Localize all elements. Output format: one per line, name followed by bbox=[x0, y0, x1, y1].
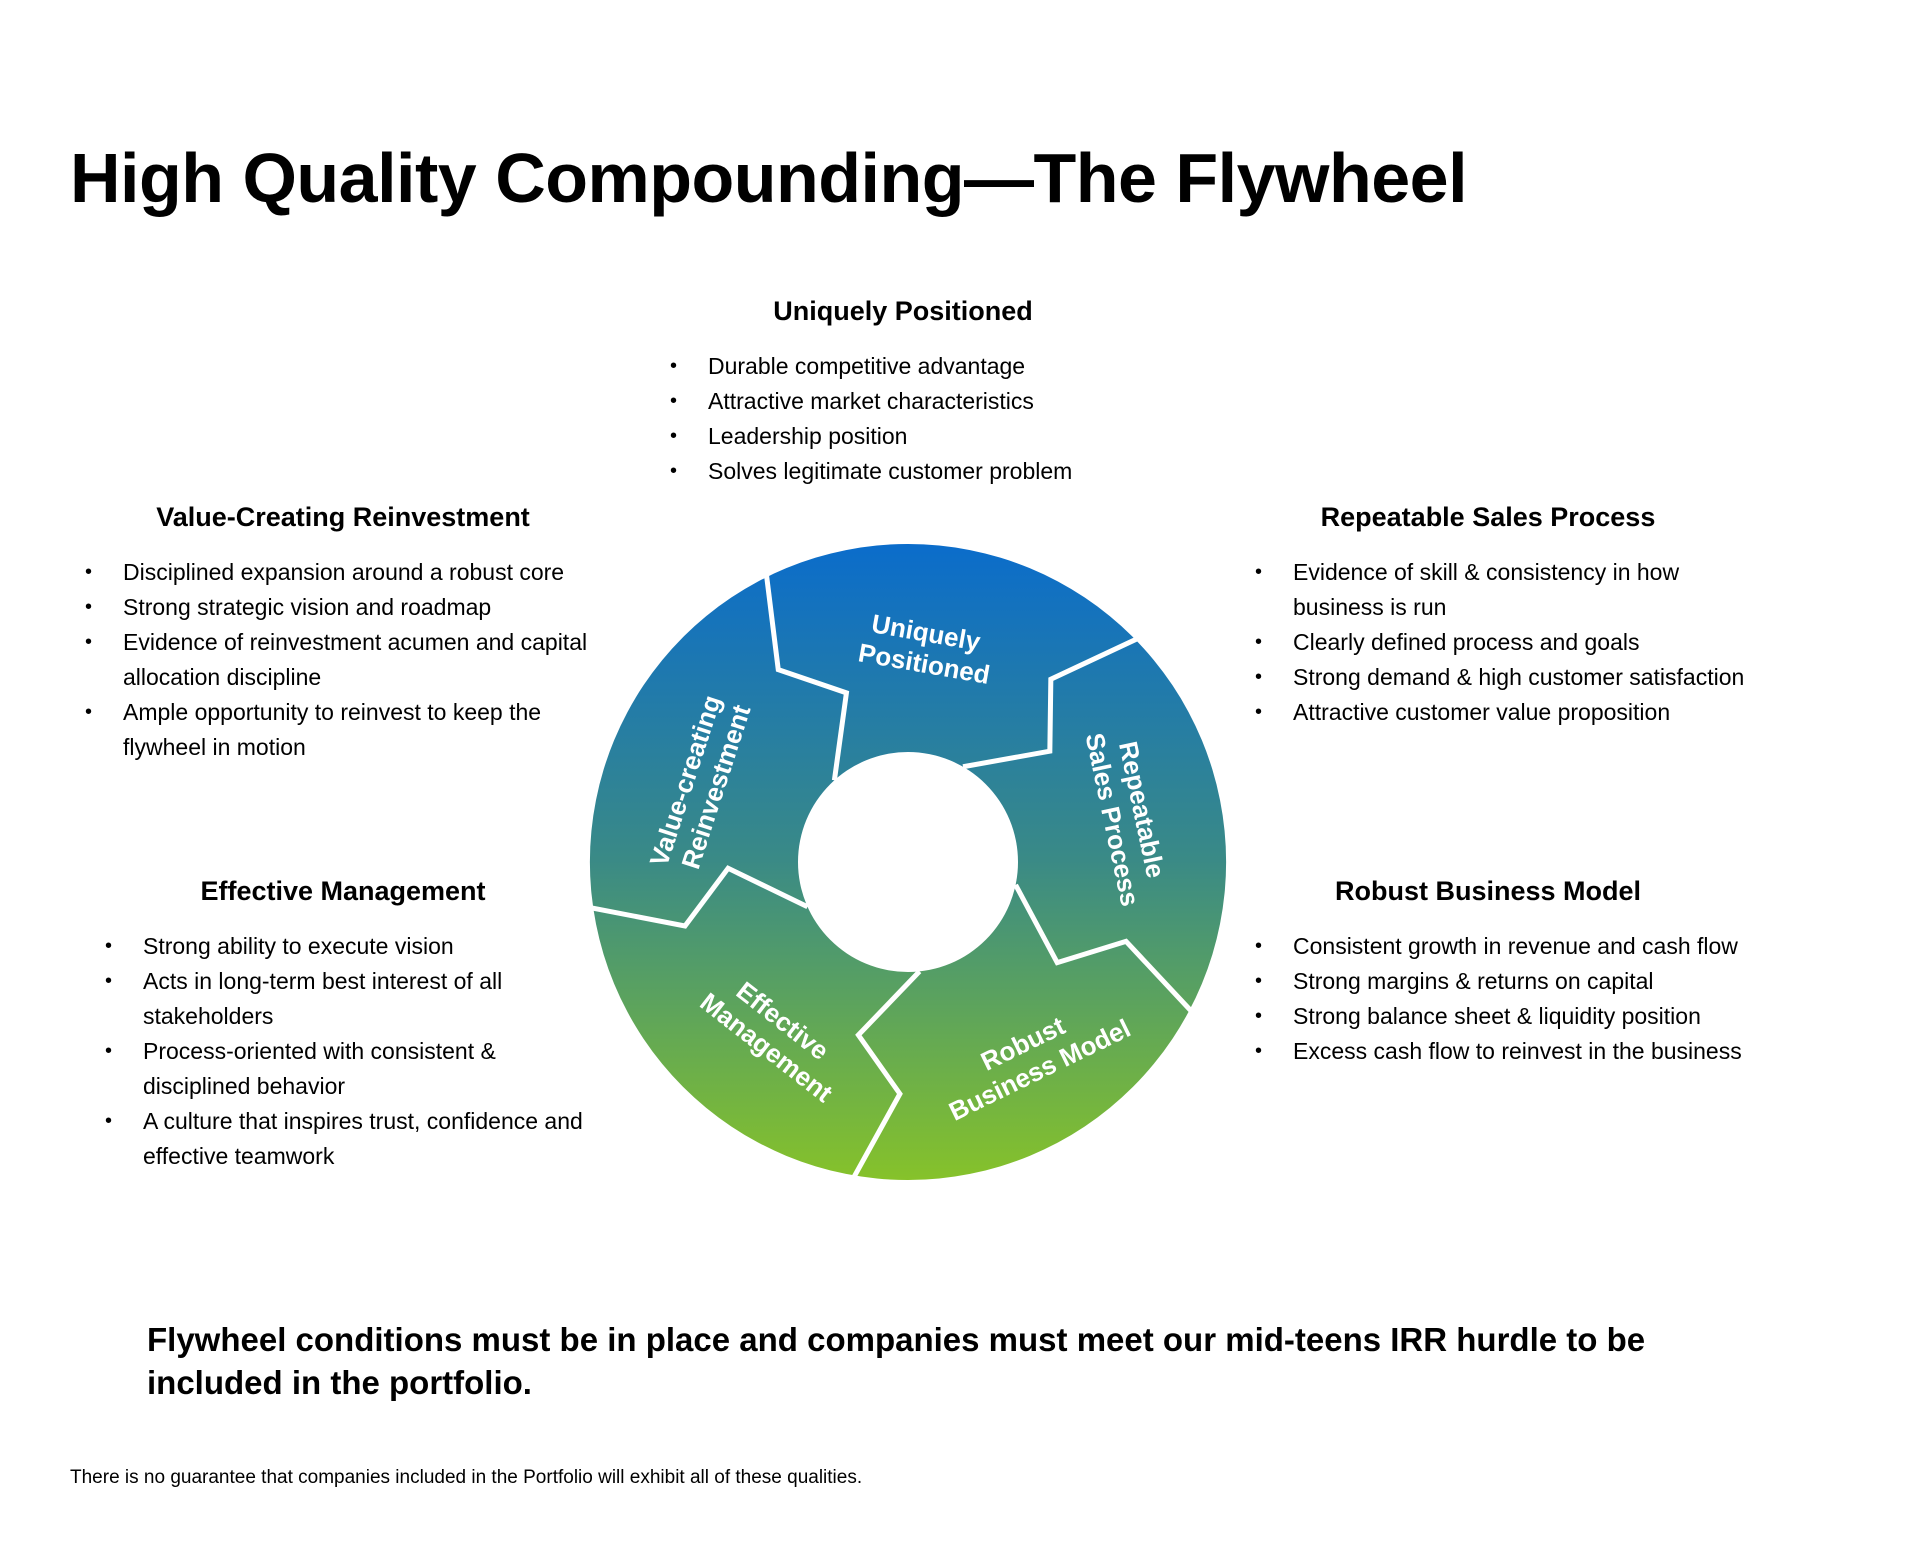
list-item: Attractive customer value proposition bbox=[1253, 695, 1753, 730]
segment-divider bbox=[763, 570, 850, 781]
repeatable-sales-process-section: Repeatable Sales Process Evidence of ski… bbox=[1253, 502, 1753, 730]
segment-divider bbox=[849, 969, 922, 1183]
list-item: Disciplined expansion around a robust co… bbox=[83, 555, 603, 590]
value-creating-reinvestment-heading: Value-Creating Reinvestment bbox=[156, 502, 530, 532]
list-item: Solves legitimate customer problem bbox=[668, 454, 1138, 489]
list-item: Acts in long-term best interest of all s… bbox=[103, 964, 583, 1034]
uniquely-positioned-section: Uniquely Positioned Durable competitive … bbox=[668, 296, 1138, 489]
robust-business-model-list: Consistent growth in revenue and cash fl… bbox=[1253, 929, 1753, 1069]
list-item: A culture that inspires trust, confidenc… bbox=[103, 1104, 583, 1174]
list-item: Clearly defined process and goals bbox=[1253, 625, 1753, 660]
list-item: Evidence of skill & consistency in how b… bbox=[1253, 555, 1753, 625]
repeatable-sales-process-heading: Repeatable Sales Process bbox=[1320, 502, 1656, 532]
list-item: Leadership position bbox=[668, 419, 1138, 454]
list-item: Strong balance sheet & liquidity positio… bbox=[1253, 999, 1753, 1034]
list-item: Consistent growth in revenue and cash fl… bbox=[1253, 929, 1753, 964]
value-creating-reinvestment-section: Value-Creating Reinvestment Disciplined … bbox=[83, 502, 603, 765]
repeatable-sales-process-list: Evidence of skill & consistency in how b… bbox=[1253, 555, 1753, 730]
list-item: Excess cash flow to reinvest in the busi… bbox=[1253, 1034, 1753, 1069]
list-item: Strong demand & high customer satisfacti… bbox=[1253, 660, 1753, 695]
segment-divider bbox=[962, 634, 1143, 770]
effective-management-heading: Effective Management bbox=[200, 876, 486, 906]
value-creating-reinvestment-list: Disciplined expansion around a robust co… bbox=[83, 555, 603, 765]
list-item: Ample opportunity to reinvest to keep th… bbox=[83, 695, 603, 765]
list-item: Strong ability to execute vision bbox=[103, 929, 583, 964]
uniquely-positioned-list: Durable competitive advantage Attractive… bbox=[668, 349, 1138, 489]
segment-dividers bbox=[586, 570, 1196, 1183]
page-title: High Quality Compounding—The Flywheel bbox=[70, 139, 1468, 217]
uniquely-positioned-heading: Uniquely Positioned bbox=[773, 296, 1033, 326]
list-item: Strong margins & returns on capital bbox=[1253, 964, 1753, 999]
list-item: Attractive market characteristics bbox=[668, 384, 1138, 419]
disclaimer: There is no guarantee that companies inc… bbox=[70, 1467, 863, 1488]
list-item: Strong strategic vision and roadmap bbox=[83, 590, 603, 625]
effective-management-section: Effective Management Strong ability to e… bbox=[103, 876, 583, 1174]
segment-divider bbox=[586, 865, 809, 929]
flywheel-ring bbox=[589, 544, 1227, 1180]
list-item: Durable competitive advantage bbox=[668, 349, 1138, 384]
list-item: Evidence of reinvestment acumen and capi… bbox=[83, 625, 603, 695]
robust-business-model-section: Robust Business Model Consistent growth … bbox=[1253, 876, 1753, 1069]
conclusion-statement: Flywheel conditions must be in place and… bbox=[147, 1321, 1646, 1401]
effective-management-list: Strong ability to execute vision Acts in… bbox=[103, 929, 583, 1174]
robust-business-model-heading: Robust Business Model bbox=[1334, 876, 1642, 906]
segment-divider bbox=[1013, 883, 1196, 1016]
list-item: Process-oriented with consistent & disci… bbox=[103, 1034, 583, 1104]
